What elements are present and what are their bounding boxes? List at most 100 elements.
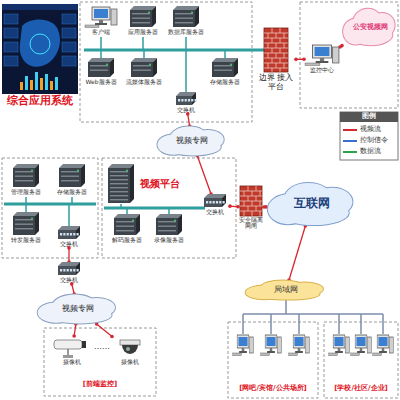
node-icon [52,336,92,358]
ellipsis-mark: …… [92,342,112,352]
node-label: Web服务器 [84,79,118,86]
camera-mount [63,355,73,358]
device-top [212,58,238,62]
device-slot [110,199,128,200]
server-node: Web服务器 [84,58,118,86]
node-label: 摄像机 [112,359,148,366]
network-cloud: 公安视频网 [342,8,398,46]
device-side [76,226,80,239]
brick-mortar [264,58,288,59]
brick-mortar [260,191,261,196]
device-front [130,10,152,27]
switch-node: 交换机 [172,92,200,114]
device-front [156,218,178,235]
node-label: 视频平台 [136,178,198,190]
server-node: 解码服务器 [108,214,146,244]
device-slot [214,65,232,66]
keyboard [85,25,99,28]
brick-mortar [252,211,253,216]
status-light [191,12,193,14]
device-slot [15,176,33,177]
node-label: 交换机 [172,107,200,114]
device-slot [214,70,232,71]
device-front [58,230,76,239]
camera-lens [82,341,86,348]
monitor [355,335,367,348]
device-front [58,266,76,275]
dome-base [120,340,140,345]
monitor-base [95,23,107,25]
device-front [13,168,35,187]
chart-bar [55,77,58,90]
node-label: 交换机 [54,241,84,248]
status-light [31,218,33,220]
device-slot [175,13,193,14]
legend-swatch [343,140,357,142]
monitor [312,45,331,58]
node-icon [124,6,162,28]
status-light [230,64,232,66]
map-ring [30,34,50,54]
device-slot [15,228,33,229]
switch-port [77,233,79,236]
brick-mortar [240,201,262,202]
group-caption: [学校/社区/企业] [324,384,398,392]
brick-mortar [284,53,285,58]
device-slot [110,195,128,196]
group-frame [2,158,98,258]
legend-row: 控制信令 [343,136,397,145]
brick-mortar [248,196,249,201]
side-panel [4,42,18,52]
monitor-base [335,351,343,353]
brick-mortar [240,196,262,197]
monitor-base [295,351,303,353]
device-slot [158,230,176,231]
chart-bar [40,78,43,90]
device-front [204,198,222,207]
node-label: 监控中心 [304,67,340,74]
brick-mortar [284,33,285,38]
node-icon [2,4,78,94]
brick-mortar [268,53,269,58]
terminal-icons [233,335,394,356]
link-joint [110,335,114,339]
side-panel [4,28,18,38]
brick-mortar [240,191,262,192]
monitor [293,335,305,348]
monitor [377,335,389,348]
device-top [173,6,199,10]
node-label: 应用服务器 [124,29,162,36]
lan-wire [242,314,244,334]
node-icon [304,44,340,66]
brick-mortar [272,68,273,72]
device-side [153,58,157,77]
legend-header [340,112,398,122]
device-slot [110,183,128,184]
monitor [237,335,249,348]
device-side [192,92,196,105]
server-node: 存储服务器 [206,58,244,86]
device-top [114,214,140,218]
device-front [173,10,195,27]
legend-swatch-frame [343,138,357,144]
device-front [212,62,234,77]
group-caption: [前端监控] [44,380,156,388]
device-front [88,62,110,77]
brick-mortar [244,211,245,216]
camera-node: 摄像机 [52,336,92,366]
device-slot [133,65,151,66]
brick-mortar [268,33,269,38]
group-frame [300,2,398,108]
node-label: 公安视频网 [342,23,398,31]
legend-text: 视频流 [357,125,381,134]
bus-drop [142,37,144,50]
brick-mortar [260,201,261,206]
device-slot [110,171,128,172]
switch-node: 交换机 [54,226,84,248]
monitor-screen [94,9,108,18]
bus-line [84,49,264,52]
node-label: 综合应用系统 [2,95,78,108]
brick-mortar [276,63,277,68]
node-icon [256,28,296,72]
lan-wires [243,300,383,334]
